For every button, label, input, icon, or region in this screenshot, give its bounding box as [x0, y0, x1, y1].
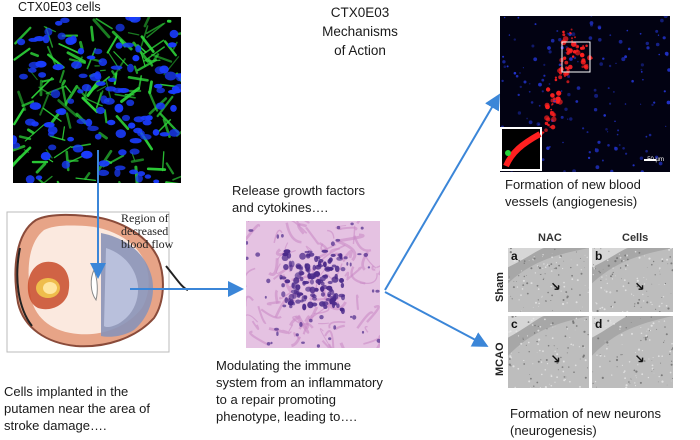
arrow-histology-to-neurogenesis — [384, 291, 489, 347]
modulating-caption: Modulating the immune system from an inf… — [216, 358, 383, 424]
panel-a-label: a — [511, 249, 518, 263]
implanted-caption: Cells implanted in the putamen near the … — [4, 384, 150, 433]
neurogenesis-panel-grid: NAC Cells Sham MCAO a b c d — [490, 230, 676, 396]
panel-d-label: d — [595, 317, 603, 331]
scale-bar-label: 50 µm — [647, 157, 664, 163]
panel-b: b — [592, 248, 673, 312]
region-decreased-blood-flow-label: Region of decreased blood flow — [121, 211, 174, 251]
panel-a: a — [508, 248, 589, 312]
column-header-nac: NAC — [538, 232, 562, 244]
panel-c-label: c — [511, 317, 518, 331]
release-factors-caption: Release growth factors and cytokines…. — [232, 183, 365, 215]
angiogenesis-fluorescence-image: 50 µm — [500, 16, 670, 172]
row-label-mcao: MCAO — [494, 342, 506, 376]
panel-c: c — [508, 316, 589, 388]
column-header-cells: Cells — [622, 232, 649, 244]
panel-d: d — [592, 316, 673, 388]
panel-b-label: b — [595, 249, 603, 263]
ctx0e03-cells-fluorescence-image — [13, 17, 181, 183]
angiogenesis-caption: Formation of new blood vessels (angiogen… — [505, 177, 641, 209]
histology-immune-cells-image — [246, 221, 380, 348]
row-label-sham: Sham — [494, 272, 506, 302]
page-title: CTX0E03 Mechanisms of Action — [322, 5, 398, 58]
cells-header-label: CTX0E03 cells — [18, 0, 101, 14]
arrow-histology-to-angiogenesis — [384, 93, 501, 291]
neurogenesis-caption: Formation of new neurons (neurogenesis) — [510, 406, 662, 438]
brain-schematic-image: Region of decreased blood flow — [6, 208, 196, 353]
